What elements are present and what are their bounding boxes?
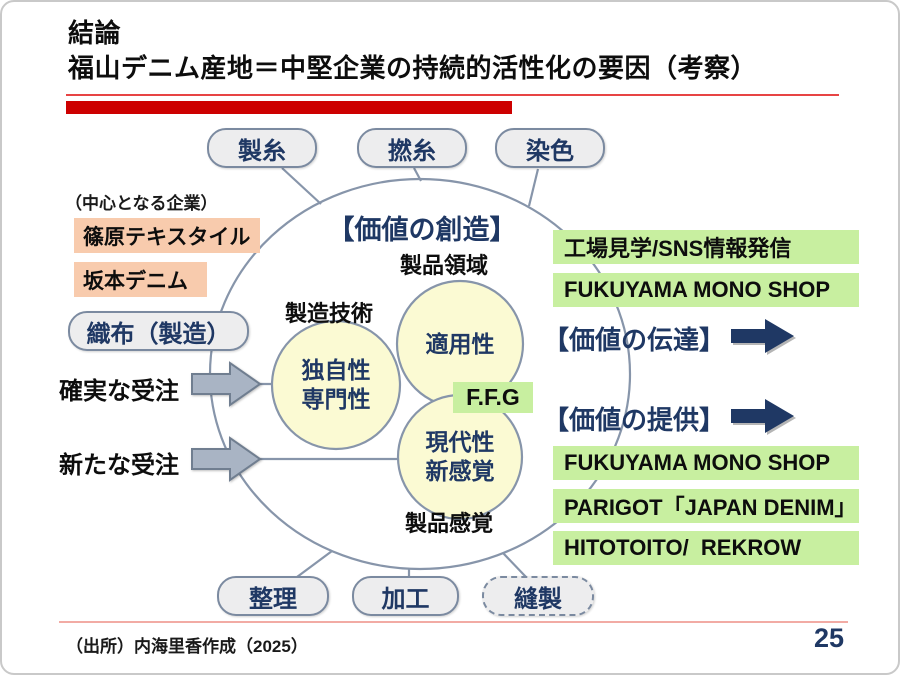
gray-arrow-new-orders [191,436,262,482]
page-number: 25 [814,623,845,653]
value-creation-heading: 【価値の創造】 [327,215,517,245]
circle-label-uniqueness: 独自性 専門性 [301,357,371,412]
node-nenshi: 撚糸 [357,128,467,168]
node-nenshi-label: 撚糸 [388,137,436,165]
slide-title-line1: 結論 [68,18,122,48]
node-kakou-label: 加工 [381,585,430,613]
label-product-sense: 製品感覚 [405,511,494,536]
label-secure-orders: 確実な受注 [59,378,179,405]
green-box-hitotoito-rekrow: HITOTOITO/ REKROW [553,531,859,565]
node-seiri-label: 整理 [249,585,297,613]
company-shinohara-label: 篠原テキスタイル [83,225,251,249]
value-transmission-heading: 【価値の伝達】 [543,325,726,355]
connector-seiri [296,550,333,578]
connector-nenshi [413,167,422,182]
connector-senshoku [527,168,540,207]
green-box-fukuyama-2-label: FUKUYAMA MONO SHOP [564,450,831,475]
label-product-domain: 製品領域 [400,253,489,278]
slide-title-line2: 福山デニム産地＝中堅企業の持続的活性化の要因（考察） [68,53,758,83]
header-red-bar [66,101,512,114]
slide-title: 結論 福山デニム産地＝中堅企業の持続的活性化の要因（考察） [68,16,757,86]
green-box-fukuyama-1-label: FUKUYAMA MONO SHOP [564,277,831,302]
node-seiri: 整理 [217,576,329,616]
node-weaving: 織布（製造） [68,311,249,351]
node-senshoku-label: 染色 [526,137,574,165]
connector-housei [502,552,527,578]
node-seishi: 製糸 [207,128,317,168]
core-companies-caption: （中心となる企業） [65,194,218,213]
label-new-orders: 新たな受注 [59,452,179,479]
connector-seishi [281,167,322,205]
green-box-fukuyama-mono-shop-2: FUKUYAMA MONO SHOP [553,446,859,480]
node-housei-label: 縫製 [514,585,562,613]
node-weaving-label: 織布（製造） [86,320,231,348]
circle-label-modernity: 現代性 新感覚 [425,429,495,484]
green-box-parigot-label: PARIGOT「JAPAN DENIM」 [564,495,857,520]
label-manufacturing-tech: 製造技術 [285,301,374,326]
header-thin-red-line [66,94,839,96]
ffg-tag: F.F.G [453,382,533,413]
footer-divider-line [59,621,848,623]
green-box-factory-tour: 工場見学/SNS情報発信 [553,230,859,264]
node-senshoku: 染色 [495,128,605,168]
node-seishi-label: 製糸 [238,137,286,165]
circle-uniqueness [270,319,402,451]
company-sakamoto-label: 坂本デニム [83,269,188,293]
circle-label-applicability: 適用性 [425,331,495,357]
green-box-parigot: PARIGOT「JAPAN DENIM」 [553,489,859,523]
source-note: （出所）内海里香作成（2025） [66,637,308,656]
company-shinohara-textile: 篠原テキスタイル [74,218,260,253]
node-housei: 縫製 [482,576,594,616]
ffg-label: F.F.G [466,384,520,410]
green-box-fukuyama-mono-shop-1: FUKUYAMA MONO SHOP [553,273,859,307]
value-provision-heading: 【価値の提供】 [543,405,726,435]
green-box-factory-tour-label: 工場見学/SNS情報発信 [564,236,792,261]
green-box-hitotoito-label: HITOTOITO/ REKROW [564,535,802,560]
node-kakou: 加工 [352,576,459,616]
navy-arrow-transmission [731,319,794,353]
gray-arrow-secure-orders [191,361,262,407]
company-sakamoto-denim: 坂本デニム [74,262,207,297]
navy-arrow-provision [731,399,794,433]
